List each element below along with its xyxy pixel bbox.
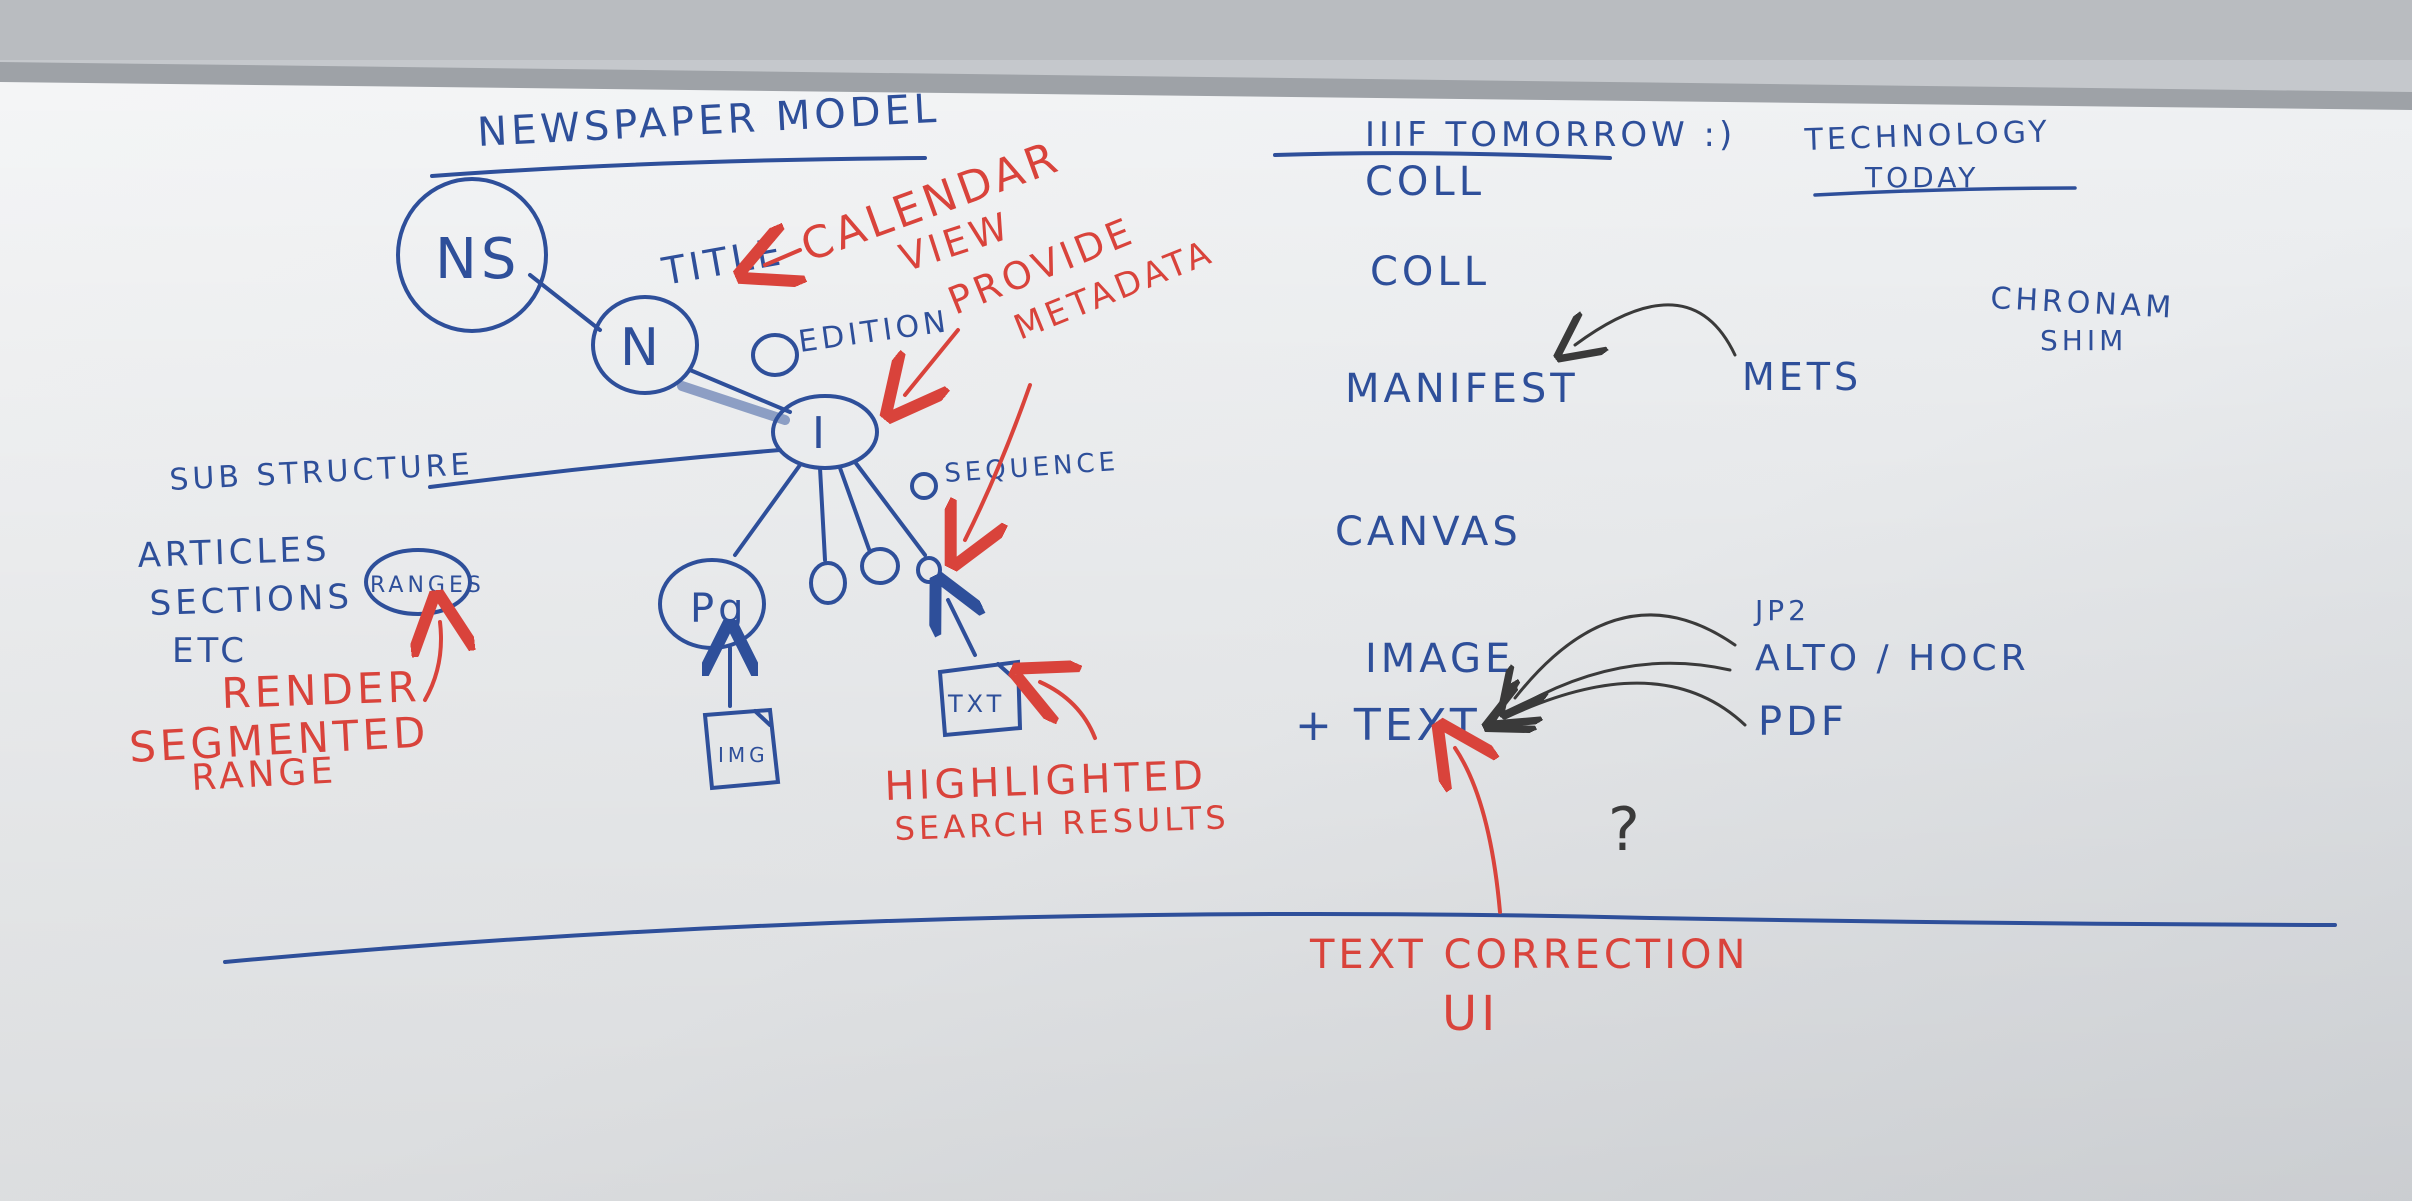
sections-label: SECTIONS (149, 577, 354, 624)
technology-today-text: TECHNOLOGY TODAY CHRONAM SHIM METS JP2 A… (1608, 114, 2176, 865)
img-box-label: IMG (718, 743, 769, 767)
ns-n-edge (528, 273, 602, 332)
bottom-section (223, 748, 2337, 964)
highlighted-arrow (1040, 682, 1097, 740)
bottom-divider (223, 911, 2337, 964)
ns-node-label: NS (435, 227, 520, 292)
iiif-heading-underline (1273, 151, 1612, 160)
child-node-2 (860, 547, 900, 585)
iiif-manifest: MANIFEST (1345, 366, 1579, 412)
n-node-label: N (620, 318, 663, 378)
iiif-text: + TEXT (1295, 700, 1481, 751)
chronam-line2: SHIM (2040, 324, 2127, 357)
iiif-coll-2: COLL (1370, 249, 1490, 295)
render-label: RENDER (221, 662, 422, 718)
newspaper-model-red-marks (425, 250, 1097, 740)
img-box-corner (753, 709, 772, 727)
wall-top (0, 0, 2412, 60)
txt-box-label: TXT (947, 690, 1005, 718)
etc-label: ETC (172, 631, 248, 671)
issue-child1-edge (818, 466, 827, 562)
page-node-label: Pg (690, 586, 748, 632)
iiif-coll-1: COLL (1365, 159, 1485, 205)
provide-metadata-arrow (905, 328, 960, 395)
issue-child3-edge (853, 460, 927, 557)
iiif-heading: IIIF TOMORROW :) (1365, 115, 1736, 155)
mets-label: METS (1742, 355, 1862, 399)
heading-underline (430, 156, 927, 178)
alto-hocr-label: ALTO / HOCR (1755, 638, 2030, 679)
text-correction-arrow (1455, 748, 1502, 914)
n-issue-edge (688, 368, 792, 414)
pdf-to-text-curve (1505, 681, 1747, 725)
text-correction-line2: UI (1442, 986, 1499, 1042)
img-box (702, 707, 781, 791)
newspaper-model-section (364, 156, 1023, 791)
segmented-line2: RANGE (190, 750, 338, 799)
txt-to-child-arrow (948, 600, 975, 657)
articles-label: ARTICLES (137, 529, 331, 576)
n-issue-edge-shadow (677, 381, 790, 425)
jp2-to-image-curve (1515, 613, 1737, 698)
ranges-label: RANGES (370, 573, 485, 598)
txt-box (937, 659, 1023, 738)
highlighted-line1: HIGHLIGHTED (884, 753, 1208, 810)
issue-node-circle (771, 394, 879, 470)
question-mark: ? (1608, 795, 1644, 865)
sequence-node-circle (910, 472, 938, 500)
iiif-tomorrow-section (1273, 151, 1612, 160)
ns-node-circle (396, 177, 548, 333)
ranges-arrow (425, 622, 441, 702)
iiif-canvas: CANVAS (1335, 509, 1522, 555)
metadata-to-sequence-arrow (965, 383, 1032, 540)
child-node-1 (809, 561, 847, 605)
issue-node-label: I (812, 408, 829, 459)
text-correction-line1: TEXT CORRECTION (1309, 932, 1749, 978)
technology-today-section (1813, 186, 2077, 197)
tech-heading-line2: TODAY (1864, 161, 1979, 194)
text-correction-text: TEXT CORRECTION UI (1309, 932, 1749, 1042)
issue-page-edge (733, 463, 802, 557)
iiif-image: IMAGE (1365, 636, 1514, 682)
alto-to-text-curve (1510, 661, 1732, 712)
sub-structure-line (428, 448, 782, 489)
pdf-label: PDF (1758, 699, 1848, 745)
jp2-label: JP2 (1753, 594, 1810, 627)
mapping-curves (1505, 303, 1747, 725)
tech-heading-line1: TECHNOLOGY (1803, 114, 2051, 158)
tech-heading-underline (1813, 186, 2077, 197)
n-node-circle (591, 295, 699, 395)
calendar-view-arrow (765, 250, 800, 265)
edition-node-circle (751, 333, 799, 377)
mets-to-manifest-curve (1575, 303, 1737, 355)
issue-child2-edge (838, 466, 872, 554)
